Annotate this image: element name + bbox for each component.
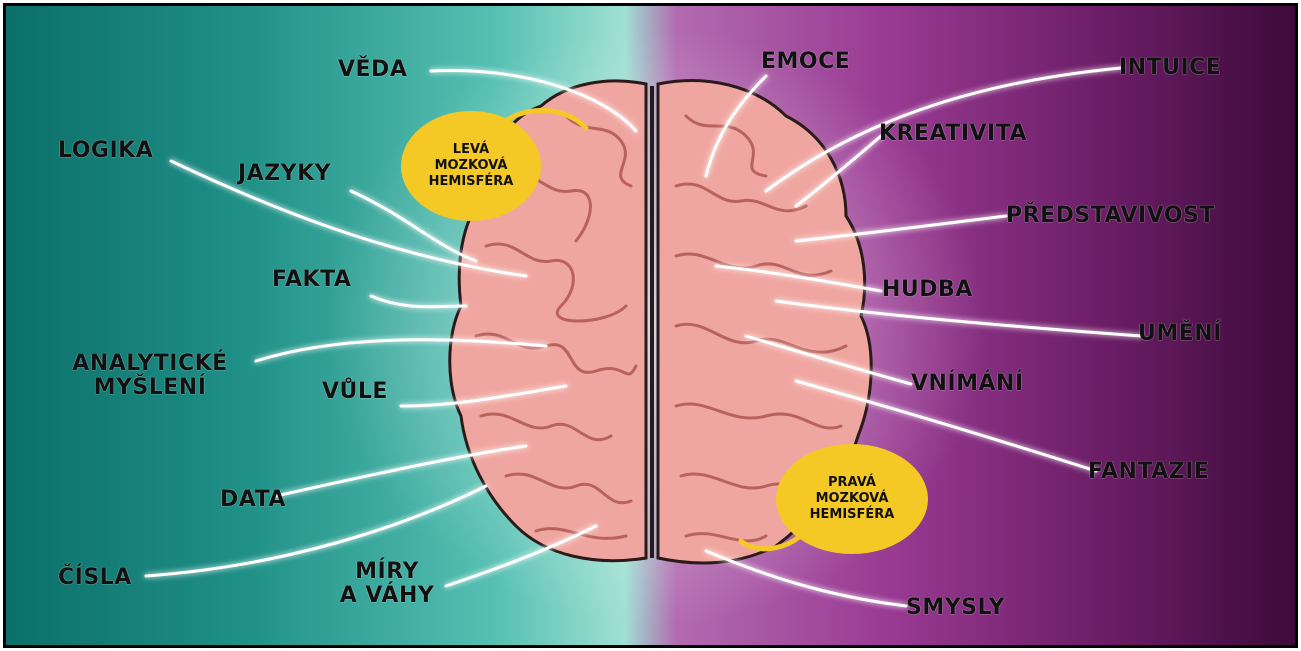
label-jazyky: JAZYKY [238,162,331,186]
label-fantazie: FANTAZIE [1088,460,1209,484]
label-fakta: FAKTA [272,268,351,292]
illustration-frame: LEVÁ MOZKOVÁ HEMISFÉRA PRAVÁ MOZKOVÁ HEM… [3,3,1298,648]
label-miry-line1: MÍRY [332,560,442,584]
label-data: DATA [220,488,286,512]
label-vnimani: VNÍMÁNÍ [911,372,1024,396]
left-bubble-line1: LEVÁ [429,142,514,158]
label-analyticke-mysleni: ANALYTICKÉ MYŠLENÍ [50,352,250,400]
label-kreativita: KREATIVITA [879,122,1027,146]
left-bubble-line3: HEMISFÉRA [429,174,514,190]
right-hemisphere-bubble: PRAVÁ MOZKOVÁ HEMISFÉRA [776,444,928,554]
label-cisla: ČÍSLA [58,566,132,590]
right-bubble-line1: PRAVÁ [810,475,895,491]
label-analyticke-line2: MYŠLENÍ [50,376,250,400]
brain-scene [6,6,1298,648]
label-vule: VŮLE [322,380,388,404]
label-smysly: SMYSLY [906,596,1005,620]
label-predstavivost: PŘEDSTAVIVOST [1006,204,1215,228]
label-miry-a-vahy: MÍRY A VÁHY [332,560,442,608]
left-bubble-line2: MOZKOVÁ [429,158,514,174]
label-veda: VĚDA [338,58,407,82]
label-intuice: INTUICE [1119,56,1221,80]
label-analyticke-line1: ANALYTICKÉ [50,352,250,376]
right-bubble-line2: MOZKOVÁ [810,491,895,507]
label-hudba: HUDBA [882,278,973,302]
right-bubble-line3: HEMISFÉRA [810,507,895,523]
left-hemisphere-bubble: LEVÁ MOZKOVÁ HEMISFÉRA [401,111,541,221]
label-umeni: UMĚNÍ [1138,322,1222,346]
label-miry-line2: A VÁHY [332,584,442,608]
label-logika: LOGIKA [58,139,153,163]
label-emoce: EMOCE [761,50,850,74]
